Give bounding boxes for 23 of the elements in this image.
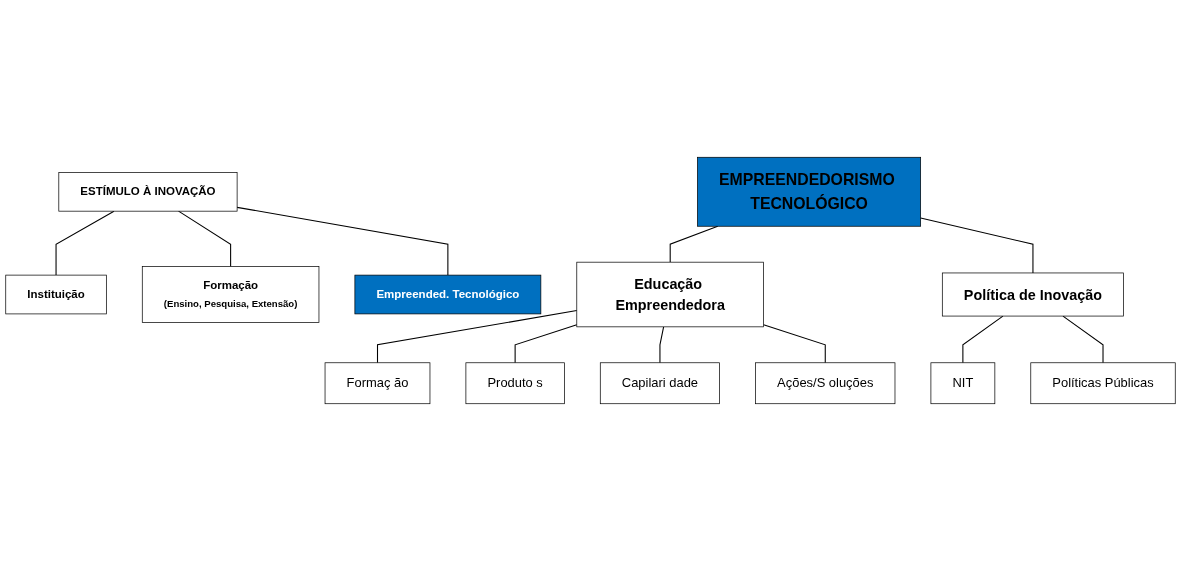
node-box: Produto s	[465, 362, 565, 405]
node-box: Formação (Ensino, Pesquisa, Extensão)	[141, 266, 320, 323]
node-box: Formaç ão	[324, 362, 431, 405]
node-box: ESTÍMULO À INOVAÇÃO	[58, 172, 238, 212]
node-box: Educação Empreendedora	[576, 261, 764, 328]
node-box: Ações/S oluções	[755, 362, 896, 405]
connector	[962, 315, 1004, 364]
connector	[376, 310, 578, 364]
connector	[178, 210, 232, 268]
node-box: Capilari dade	[599, 362, 720, 405]
node-box: Instituição	[5, 274, 107, 315]
connector	[659, 326, 665, 364]
connector	[236, 206, 449, 276]
connector	[514, 324, 578, 364]
node-box: Políticas Públicas	[1030, 362, 1176, 405]
node-box: Política de Inovação	[941, 272, 1124, 317]
connector	[55, 210, 115, 276]
connector	[1062, 315, 1104, 364]
node-box: NIT	[930, 362, 996, 405]
node-box: EMPREENDEDORISMO TECNOLÓGICO	[697, 156, 921, 227]
connector	[763, 324, 826, 364]
node-box: Empreended. Tecnológico	[354, 274, 542, 315]
connector	[920, 217, 1034, 274]
